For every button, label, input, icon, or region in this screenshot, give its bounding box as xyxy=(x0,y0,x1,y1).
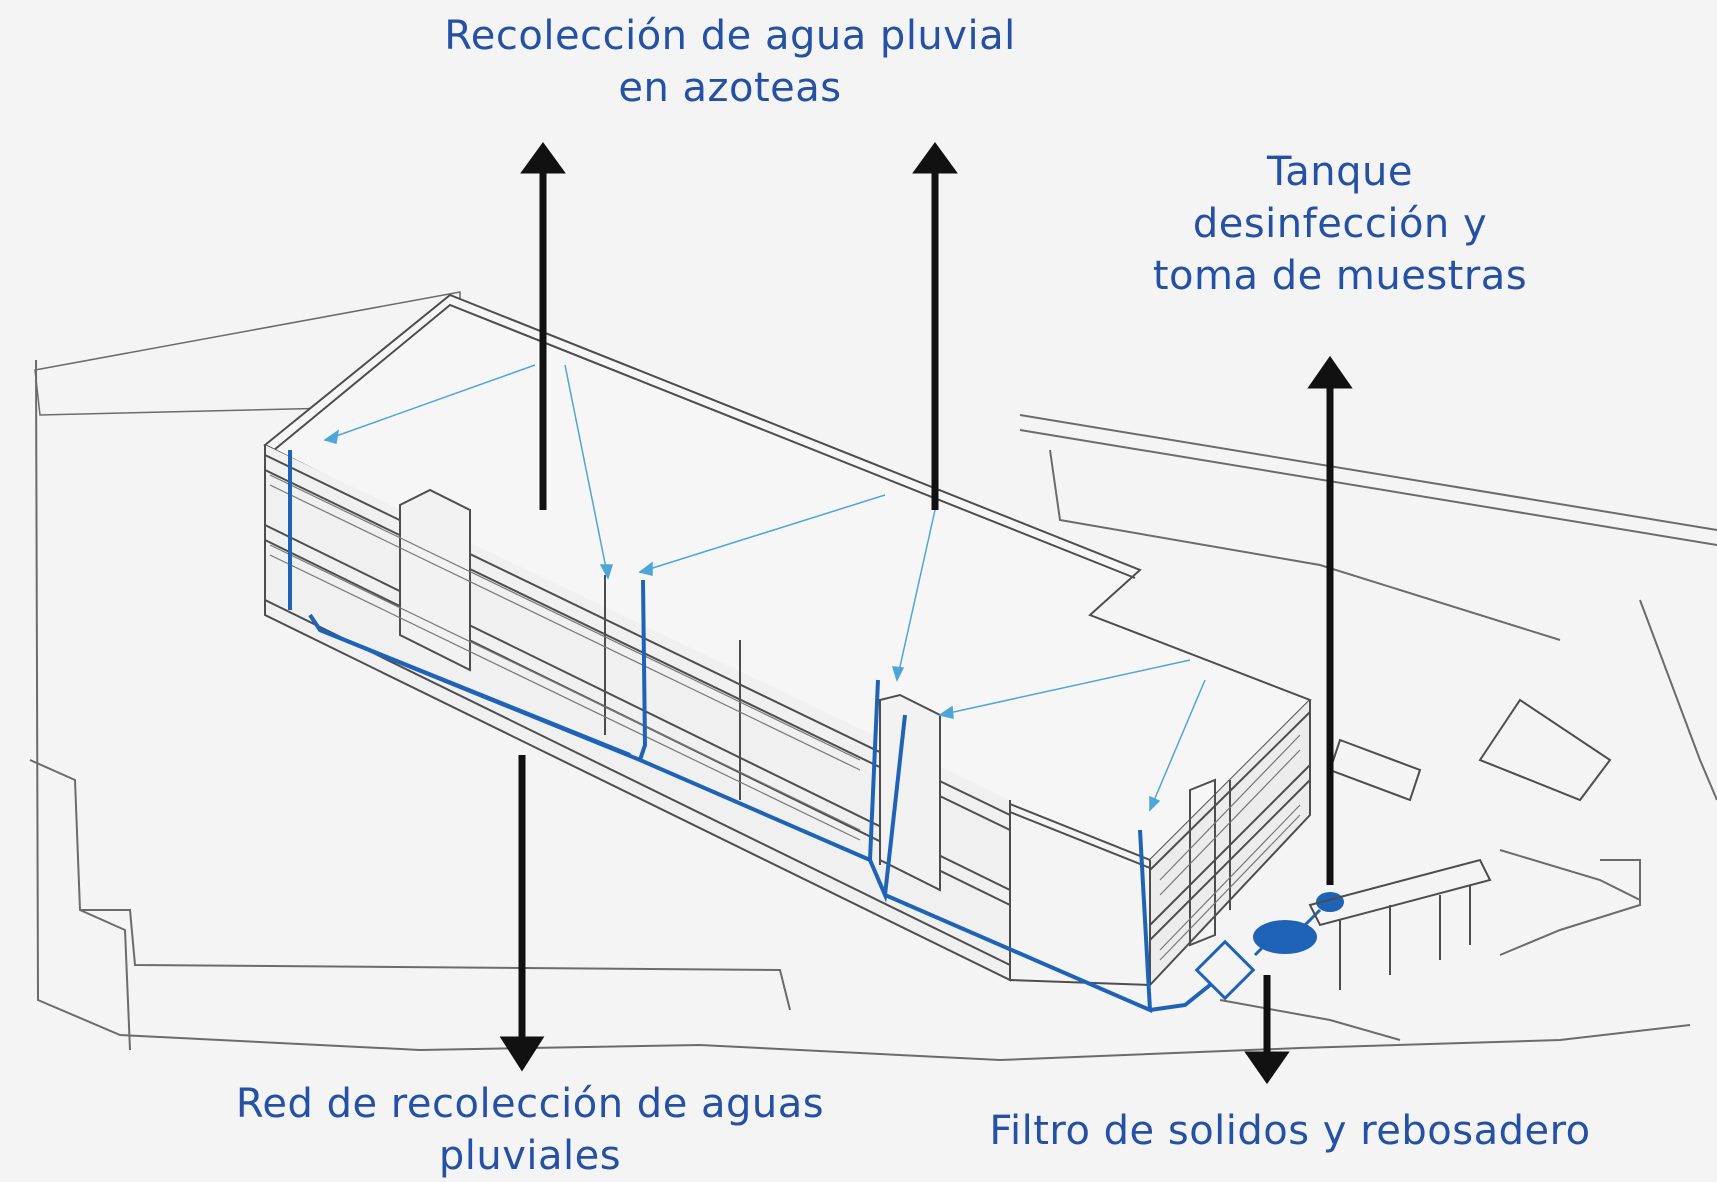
filter-label: Filtro de solidos y rebosadero xyxy=(950,1105,1630,1157)
window-bands xyxy=(269,474,1301,961)
arrow-down-network xyxy=(499,755,545,1072)
callout-arrows xyxy=(499,142,1353,1085)
network-label: Red de recolección de aguas pluviales xyxy=(220,1078,840,1182)
tank-label-line-3: toma de muestras xyxy=(1152,253,1528,299)
solids-filter-shape xyxy=(1194,939,1256,1001)
tank-label-line-1: Tanque xyxy=(1266,149,1414,195)
rainwater-pipe-network xyxy=(288,450,1212,1014)
site-outline xyxy=(29,291,1717,1062)
tank-label-line-2: desinfección y xyxy=(1192,201,1488,247)
arrow-up-tank xyxy=(1307,355,1353,885)
rooftop-label-line-1: Recolección de agua pluvial xyxy=(444,13,1016,59)
network-label-line-1: Red de recolección de aguas xyxy=(235,1081,825,1127)
filter-label-line-1: Filtro de solidos y rebosadero xyxy=(989,1108,1591,1154)
arrow-up-rooftop-right xyxy=(912,142,958,510)
disinfection-tank-shape xyxy=(1253,920,1317,954)
rooftop-collection-label: Recolección de agua pluvial en azoteas xyxy=(380,10,1080,114)
tank-label: Tanque desinfección y toma de muestras xyxy=(1090,146,1590,302)
canopy-structure xyxy=(1308,698,1612,990)
rooftop-label-line-2: en azoteas xyxy=(618,65,842,111)
roof-flow-guides xyxy=(323,364,1206,812)
treatment-units xyxy=(1194,892,1344,1001)
building xyxy=(263,293,1312,988)
network-label-line-2: pluviales xyxy=(438,1133,622,1179)
arrow-up-rooftop-left xyxy=(520,142,566,510)
arrow-down-filter xyxy=(1244,975,1290,1085)
